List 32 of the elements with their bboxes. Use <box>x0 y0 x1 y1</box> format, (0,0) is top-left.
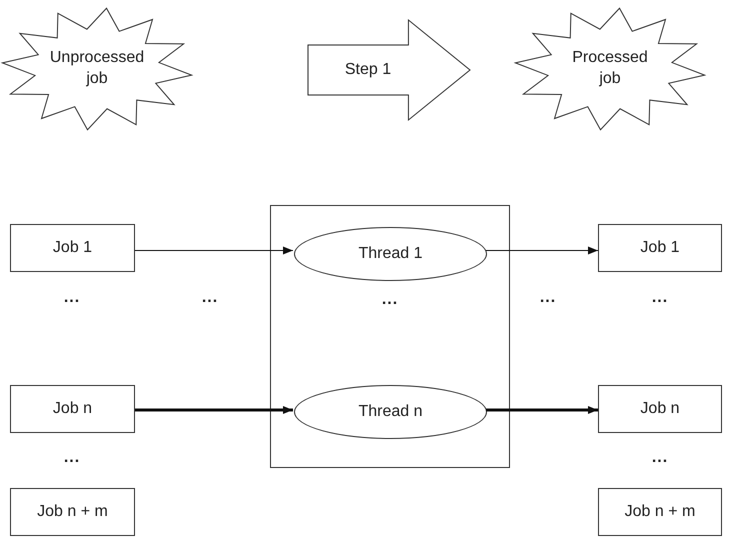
starburst-shape <box>2 8 192 130</box>
arrow <box>135 406 293 414</box>
process-box <box>598 385 722 433</box>
node-label: Unprocessed job <box>50 48 144 89</box>
node-label: Job n + m <box>624 502 696 522</box>
block-arrow <box>308 20 470 120</box>
ellipsis-label: ... <box>540 289 556 307</box>
node-label: Thread 1 <box>358 244 423 264</box>
starburst-shape <box>515 8 705 130</box>
node-label: Job n + m <box>37 502 108 522</box>
arrow <box>486 246 598 254</box>
ellipsis-label: ... <box>64 289 80 307</box>
node-label: Step 1 <box>344 60 392 80</box>
ellipsis-label: ... <box>652 449 668 467</box>
ellipsis-label: ... <box>652 289 668 307</box>
process-box <box>598 488 722 536</box>
node-label: Thread n <box>358 402 423 422</box>
ellipsis-label: ... <box>64 449 80 467</box>
node-label: Job 1 <box>52 238 92 258</box>
node-label: Processed job <box>571 48 649 89</box>
node-label: Job n <box>52 398 92 419</box>
node-label: Job 1 <box>640 238 680 258</box>
arrow <box>134 246 294 254</box>
process-box <box>10 224 135 272</box>
ellipsis-label: ... <box>382 291 398 309</box>
process-box <box>10 385 135 433</box>
process-box <box>598 224 722 272</box>
process-box <box>10 488 135 536</box>
node-label: Job n <box>640 398 680 419</box>
arrow <box>486 406 598 414</box>
ellipsis-label: ... <box>202 289 218 307</box>
container-box <box>270 205 510 468</box>
